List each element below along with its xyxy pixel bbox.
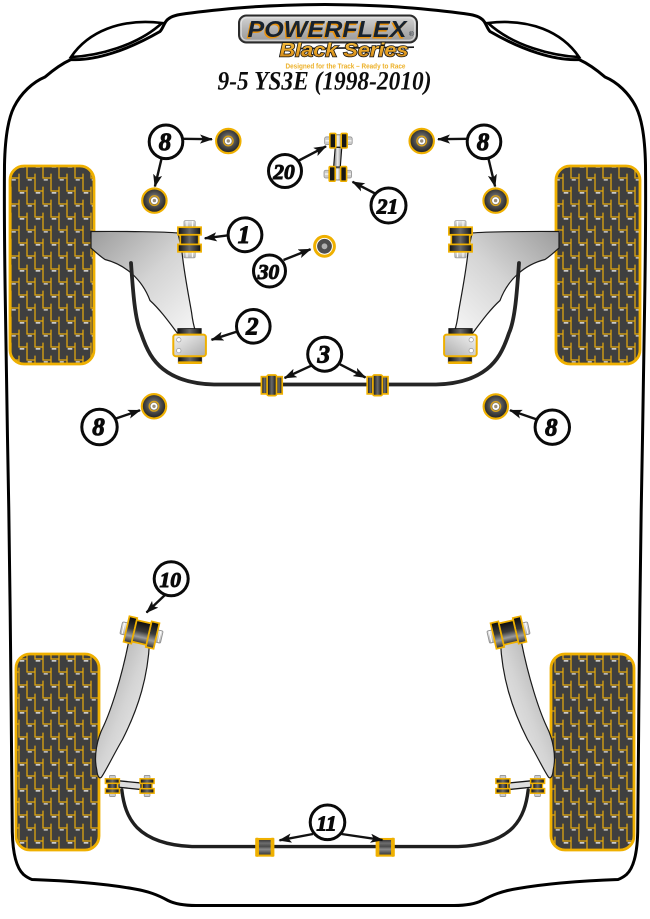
svg-text:8: 8 — [477, 129, 490, 156]
svg-text:30: 30 — [257, 260, 280, 284]
svg-text:20: 20 — [272, 160, 295, 184]
svg-text:10: 10 — [159, 568, 181, 592]
svg-text:POWERFLEX: POWERFLEX — [248, 16, 408, 42]
svg-text:POWERFLEX: POWERFLEX — [246, 17, 406, 43]
svg-text:Black Series: Black Series — [280, 40, 409, 62]
svg-text:21: 21 — [376, 195, 399, 219]
svg-text:9-5 YS3E (1998-2010): 9-5 YS3E (1998-2010) — [218, 66, 432, 96]
svg-text:8: 8 — [92, 414, 105, 441]
svg-text:8: 8 — [545, 414, 558, 441]
svg-text:11: 11 — [316, 811, 336, 835]
svg-text:8: 8 — [159, 129, 172, 156]
svg-text:Designed for the Track – Ready: Designed for the Track – Ready to Race — [286, 62, 406, 71]
svg-text:3: 3 — [316, 341, 330, 368]
svg-text:1: 1 — [238, 222, 251, 249]
svg-text:2: 2 — [245, 314, 259, 341]
svg-text:®: ® — [409, 30, 414, 38]
